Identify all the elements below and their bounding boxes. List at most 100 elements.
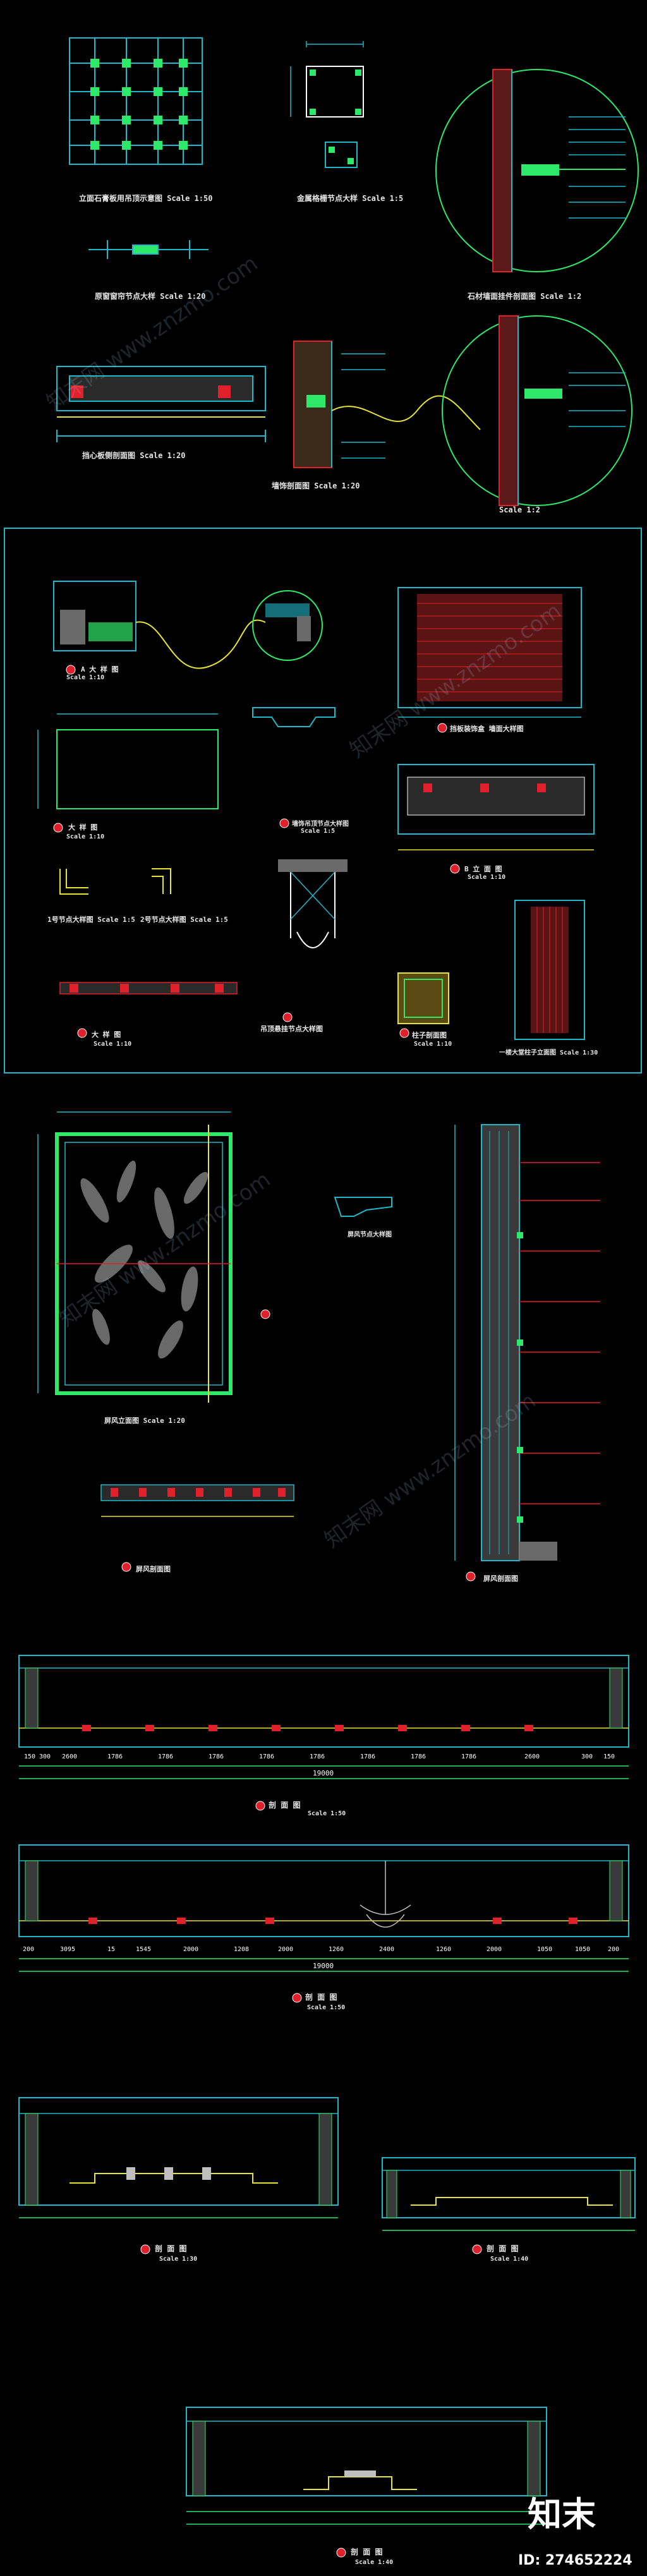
title-column-section-scale: Scale 1:10 [414,1041,452,1048]
title-elevation-b-scale: Scale 1:10 [468,874,506,881]
panel-7-linework [186,2407,547,2558]
title-metal-node: 金属格栅节点大样 Scale 1:5 [297,194,404,203]
hanging-fixture [278,859,348,948]
dim-0: 200 [23,1946,35,1953]
title-elevation-b: B 立 面 图 [464,865,502,873]
title-red-panel: 挡板装饰盒 墙面大样图 [450,725,524,733]
column-elevation [514,900,585,1040]
panel-5-section: 200 3095 15 1545 2000 1208 2000 1260 240… [0,1832,647,2041]
panel-6-linework [18,2097,636,2254]
strip-section [59,982,238,995]
dim-4: 2000 [183,1946,199,1953]
dim-2: 15 [107,1946,116,1953]
dim-11: 2600 [524,1753,540,1760]
title-screen-node: 屏风节点大样图 [348,1231,392,1238]
dim-8: 2400 [379,1946,395,1953]
title-baffle: 挡心板侧剖面图 Scale 1:20 [82,451,186,460]
screen-node-profile [334,1197,392,1217]
node-1 [59,869,88,895]
dim-3: 1786 [107,1753,123,1760]
title-section-6b: 剖 面 图 [487,2244,519,2253]
title-curtain: 原窗窗帘节点大样 Scale 1:20 [95,292,206,301]
panel-2-frame [4,528,642,1073]
title-section-7-scale: Scale 1:40 [355,2559,394,2566]
panel-1-details: 立面石膏板用吊顶示意图 Scale 1:50 金属格栅节点大样 Scale 1:… [0,0,647,524]
dim-5: 1786 [209,1753,224,1760]
dim-4: 1786 [158,1753,174,1760]
dim-7: 1260 [329,1946,344,1953]
dim-0: 150 [24,1753,36,1760]
panel-4-linework [18,1655,629,1811]
brand-id: ID: 274652224 [518,2553,632,2568]
title-molding-scale: Scale 1:5 [301,828,336,835]
dim-8: 1786 [360,1753,376,1760]
screen-tall-section [454,1124,600,1561]
dim-2: 2600 [62,1753,78,1760]
title-strip-scale: Scale 1:10 [94,1041,132,1048]
stone-wall-circle-detail-2 [442,315,632,506]
large-panel-detail [56,729,219,809]
title-section-7: 剖 面 图 [351,2548,383,2556]
panel-6-sections: 剖 面 图 Scale 1:30 剖 面 图 Scale 1:40 [0,2047,647,2287]
metal-node-detail [306,66,364,118]
dim-total: 19000 [313,1962,334,1970]
title-node-2: 2号节点大样图 Scale 1:5 [140,916,228,924]
dim-10: 1786 [461,1753,477,1760]
title-section-5: 剖 面 图 [305,1993,337,2002]
node-2 [152,868,171,894]
panel-4-section: 150 300 2600 1786 1786 1786 1786 1786 17… [0,1618,647,1826]
dim-1: 300 [39,1753,51,1760]
column-section [397,972,449,1024]
panel-3-screen: 屏风立面图 Scale 1:20 屏风节点大样图 屏风剖面图 屏风剖面图 [0,1074,647,1611]
panel-3-linework [37,1111,600,1581]
panel-2-linework [37,581,595,1040]
dim-12: 300 [581,1753,593,1760]
chandelier [360,1861,411,1928]
wall-deco-section [293,341,481,468]
curtain-detail [88,240,209,259]
dim-3: 1545 [136,1946,152,1953]
title-screen-section-2: 屏风剖面图 [136,1565,171,1573]
dim-12: 1050 [575,1946,591,1953]
title-node-1: 1号节点大样图 Scale 1:5 [47,916,135,924]
dim-9: 1786 [411,1753,426,1760]
grid-nodes [90,59,188,150]
panel-2-details: A 大 样 图 Scale 1:10 挡板装饰盒 墙面大样图 大 样 图 Sca… [0,528,647,1074]
stone-wall-circle-detail-1 [435,69,639,272]
title-stone-wall: 石材墙面挂件剖面图 Scale 1:2 [468,292,582,301]
title-column-elevation: 一楼大堂柱子立面图 Scale 1:30 [499,1049,598,1056]
title-section-4: 剖 面 图 [269,1801,301,1810]
dim-10: 2000 [487,1946,502,1953]
panel-7-section: 剖 面 图 Scale 1:40 [0,2287,647,2576]
title-section-6b-scale: Scale 1:40 [490,2256,529,2263]
small-node-detail [325,142,358,168]
title-molding: 墙饰吊顶节点大样图 [292,821,349,828]
title-screen-elevation: 屏风立面图 Scale 1:20 [104,1417,185,1425]
title-column-section: 柱子剖面图 [412,1031,447,1039]
dim-13: 150 [603,1753,615,1760]
dim-5: 1208 [234,1946,250,1953]
title-large-panel-scale: Scale 1:10 [66,833,105,840]
panel-1-linework [56,37,639,506]
dim-9: 1260 [436,1946,452,1953]
screen-bottom-section [100,1484,294,1517]
molding-profile [252,707,336,727]
brand-logo: 知末 [528,2494,596,2534]
dim-7: 1786 [310,1753,325,1760]
title-scale-1-2: Scale 1:2 [499,505,541,514]
title-section-6a: 剖 面 图 [155,2244,187,2253]
section-red-squares [397,764,595,850]
screen-elevation [37,1111,233,1403]
title-wall-deco: 墙饰剖面图 Scale 1:20 [272,481,360,490]
red-panel-elevation [397,587,582,718]
section-left [18,2097,339,2254]
title-large-panel: 大 样 图 [68,823,98,831]
title-section-6a-scale: Scale 1:30 [159,2256,198,2263]
title-hanging: 吊顶悬挂节点大样图 [260,1025,323,1033]
dim-6: 1786 [259,1753,275,1760]
title-strip: 大 样 图 [92,1031,121,1039]
detail-a-circle [252,590,323,661]
title-detail-a-scale: Scale 1:10 [66,674,105,681]
dim-1: 3095 [60,1946,76,1953]
